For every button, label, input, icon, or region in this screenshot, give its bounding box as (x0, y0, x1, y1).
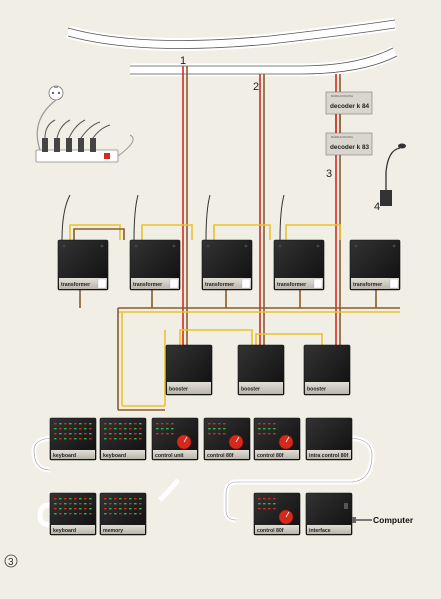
control-unit-row2-2: memory (99, 492, 147, 536)
control-unit-row1-1-label: keyboard (53, 453, 76, 459)
control-unit-row1-3: control unit (151, 417, 199, 461)
transformer-5: transformer (349, 239, 401, 291)
decoder-label: decoder k 83 (330, 144, 370, 151)
control-unit-row1-3-label: control unit (155, 453, 184, 459)
booster-3: booster (303, 344, 351, 396)
control-unit-row2-1-label: keyboard (53, 528, 76, 534)
control-unit-row2-4: interface (305, 492, 353, 536)
decoder-header: MÄRKLIN DIGITAL (331, 135, 354, 139)
control-unit-row2-3-label: control 80f (257, 528, 284, 534)
transformer-3-label: transformer (205, 282, 234, 288)
control-unit-row2-3: control 80f (253, 492, 301, 536)
transformer-2-label: transformer (133, 282, 162, 288)
control-unit-row1-6-label: intra control 80f (309, 453, 348, 459)
computer-link: Computer (352, 515, 414, 525)
transformer-5-label: transformer (353, 282, 382, 288)
decoder-label: decoder k 84 (330, 103, 370, 110)
track-upper (66, 17, 396, 51)
page-number-text: 3 (8, 557, 14, 568)
feed-wires (69, 66, 400, 411)
booster-2-label: booster (241, 387, 260, 393)
booster-3-label: booster (307, 387, 326, 393)
control-unit-row1-4: control 80f (203, 417, 251, 461)
control-unit-row1-5: control 80f (253, 417, 301, 461)
power-strip (35, 119, 134, 163)
transformer-cords (61, 194, 285, 241)
control-unit-row1-5-label: control 80f (257, 453, 284, 459)
control-unit-row2-2-label: memory (103, 528, 123, 534)
booster-1: booster (165, 344, 213, 396)
signal-icon (380, 143, 406, 206)
decoder-header: MÄRKLIN DIGITAL (331, 94, 354, 98)
booster-row: booster booster booster (165, 344, 351, 396)
control-unit-row1-2-label: keyboard (103, 453, 126, 459)
control-units-row-2: keyboard memory control 80f interface (49, 492, 353, 536)
booster-2: booster (237, 344, 285, 396)
transformer-4-label: transformer (277, 282, 306, 288)
computer-label: Computer (373, 515, 414, 525)
transformer-row: transformer transformer transformer transfo… (57, 239, 401, 291)
booster-1-label: booster (169, 387, 188, 393)
control-unit-row2-1: keyboard (49, 492, 97, 536)
transformer-1: transformer (57, 239, 109, 291)
control-unit-row1-2: keyboard (99, 417, 147, 461)
decoder-links (335, 114, 341, 133)
transformer-1-label: transformer (61, 282, 90, 288)
control-unit-row1-4-label: control 80f (207, 453, 234, 459)
transformer-3: transformer (201, 239, 253, 291)
transformer-2: transformer (129, 239, 181, 291)
decoder-k83: MÄRKLIN DIGITAL decoder k 83 (325, 132, 373, 156)
control-unit-row1-6: intra control 80f (305, 417, 353, 461)
marker-1: 1 (180, 55, 186, 67)
marker-2: 2 (253, 81, 259, 93)
control-units-row-1: keyboard keyboard control unit control 80f c… (49, 417, 353, 461)
marker-4: 4 (374, 201, 380, 213)
marker-3: 3 (326, 168, 332, 180)
control-bus-cable-outline (33, 437, 373, 521)
transformer-4: transformer (273, 239, 325, 291)
page-number: 3 (4, 554, 18, 568)
track-lower (130, 46, 398, 77)
decoder-k84: MÄRKLIN DIGITAL decoder k 84 (325, 91, 373, 115)
control-unit-row2-4-label: interface (309, 528, 331, 534)
control-unit-row1-1: keyboard (49, 417, 97, 461)
mains-plug-icon (36, 85, 64, 151)
